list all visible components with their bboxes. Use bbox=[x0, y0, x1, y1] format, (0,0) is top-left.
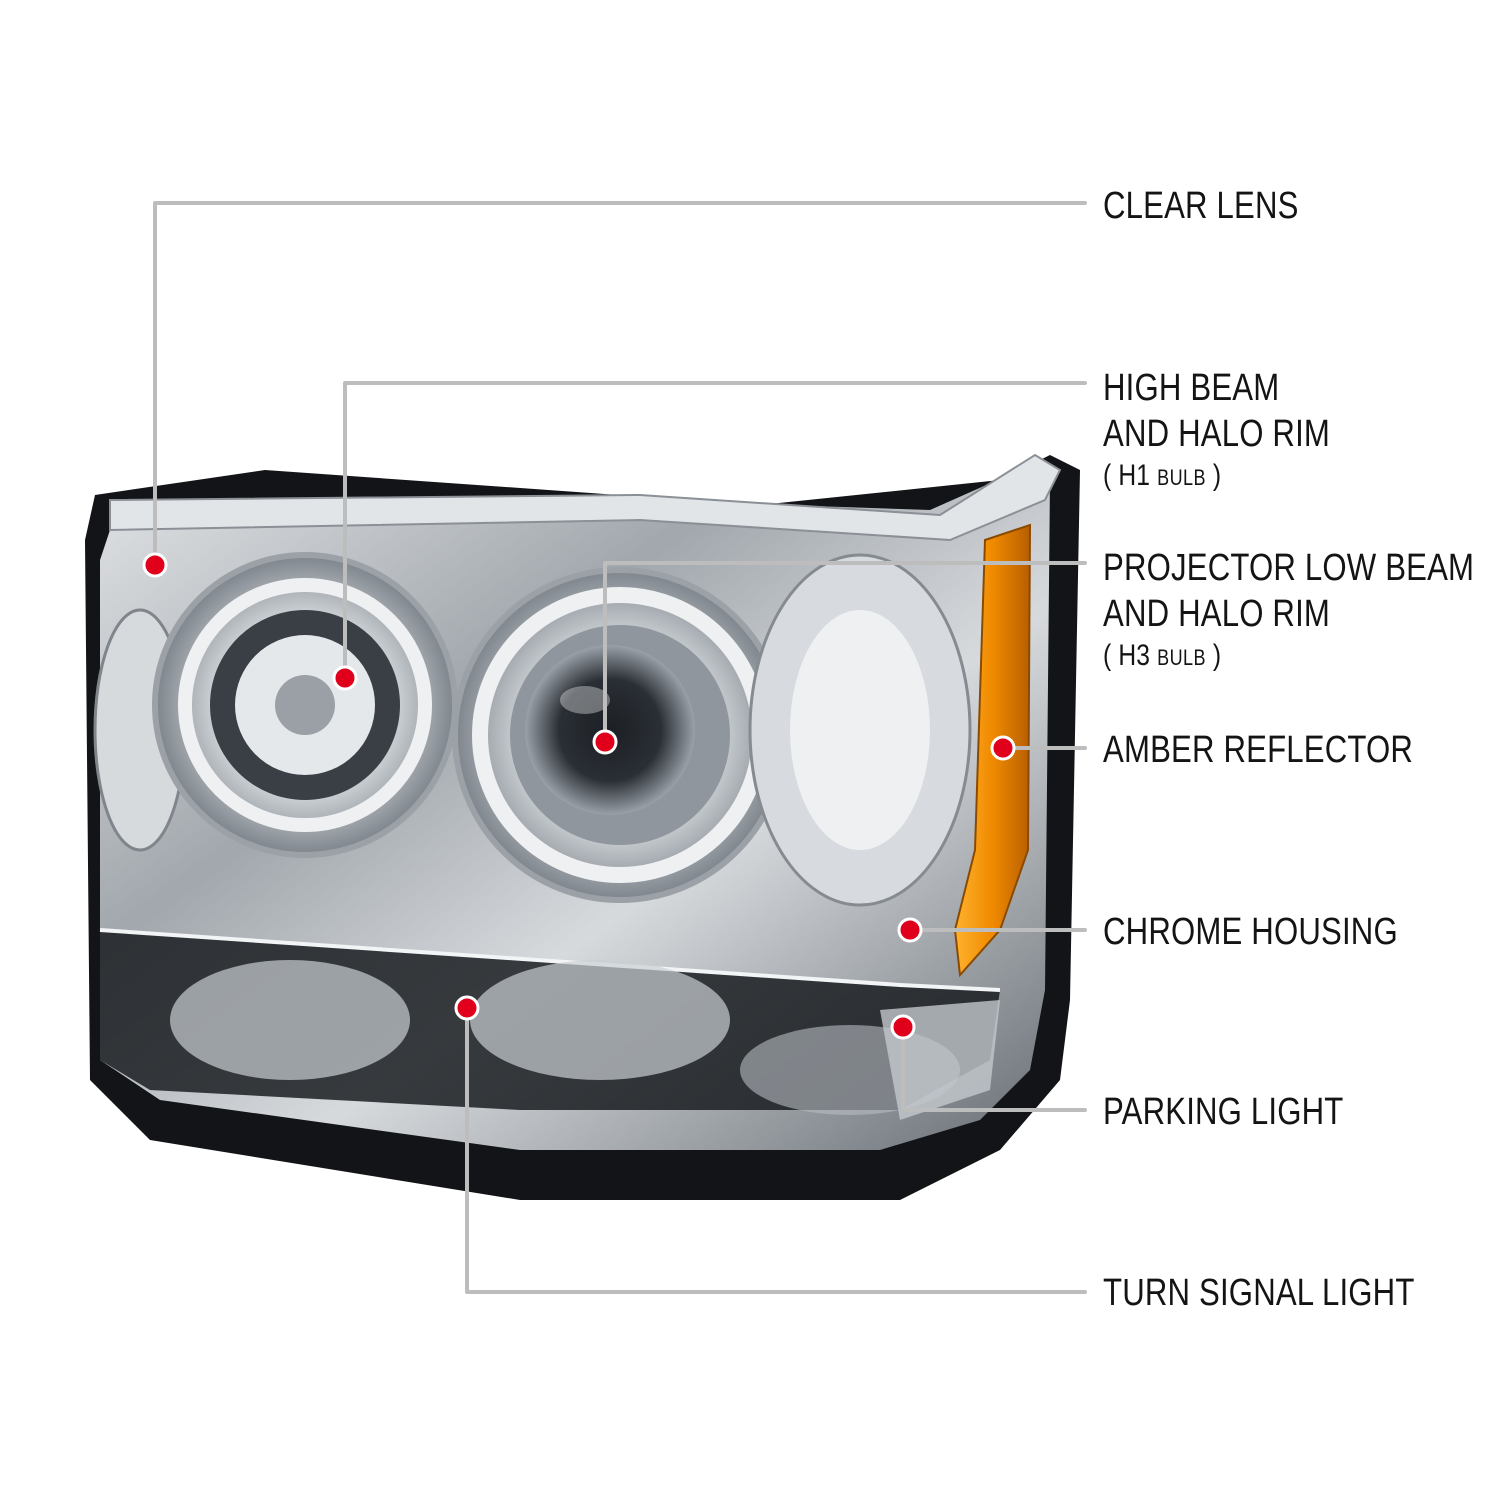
label-line: PARKING LIGHT bbox=[1103, 1091, 1344, 1133]
marker-dot bbox=[990, 735, 1016, 761]
label-line: HIGH BEAM bbox=[1103, 367, 1280, 409]
bulb-type: H1 bbox=[1118, 459, 1151, 492]
label-high-beam: HIGH BEAM AND HALO RIM ( H1 BULB ) bbox=[1103, 365, 1330, 495]
marker-dot bbox=[332, 665, 358, 691]
marker-dots bbox=[142, 552, 1016, 1040]
label-clear-lens: CLEAR LENS bbox=[1103, 183, 1299, 229]
callout-lines bbox=[153, 201, 1087, 1294]
label-line: AMBER REFLECTOR bbox=[1103, 729, 1414, 771]
label-line: AND HALO RIM bbox=[1103, 593, 1331, 635]
label-line: TURN SIGNAL LIGHT bbox=[1103, 1272, 1415, 1314]
label-chrome-housing: CHROME HOUSING bbox=[1103, 909, 1398, 955]
marker-dot bbox=[592, 729, 618, 755]
bulb-type: H3 bbox=[1118, 639, 1151, 672]
bulb-note: ( H1 BULB ) bbox=[1103, 459, 1222, 492]
marker-dot bbox=[142, 552, 168, 578]
label-line: PROJECTOR LOW BEAM bbox=[1103, 547, 1475, 589]
bulb-word: BULB bbox=[1157, 645, 1206, 670]
label-line: AND HALO RIM bbox=[1103, 413, 1331, 455]
label-line: CLEAR LENS bbox=[1103, 185, 1299, 227]
marker-dot bbox=[454, 995, 480, 1021]
bulb-note: ( H3 BULB ) bbox=[1103, 639, 1222, 672]
label-projector-low-beam: PROJECTOR LOW BEAM AND HALO RIM ( H3 BUL… bbox=[1103, 545, 1474, 675]
marker-dot bbox=[897, 917, 923, 943]
label-line: CHROME HOUSING bbox=[1103, 911, 1398, 953]
bulb-word: BULB bbox=[1157, 465, 1206, 490]
label-amber-reflector: AMBER REFLECTOR bbox=[1103, 727, 1413, 773]
label-parking-light: PARKING LIGHT bbox=[1103, 1089, 1343, 1135]
marker-dot bbox=[890, 1014, 916, 1040]
label-turn-signal-light: TURN SIGNAL LIGHT bbox=[1103, 1270, 1415, 1316]
